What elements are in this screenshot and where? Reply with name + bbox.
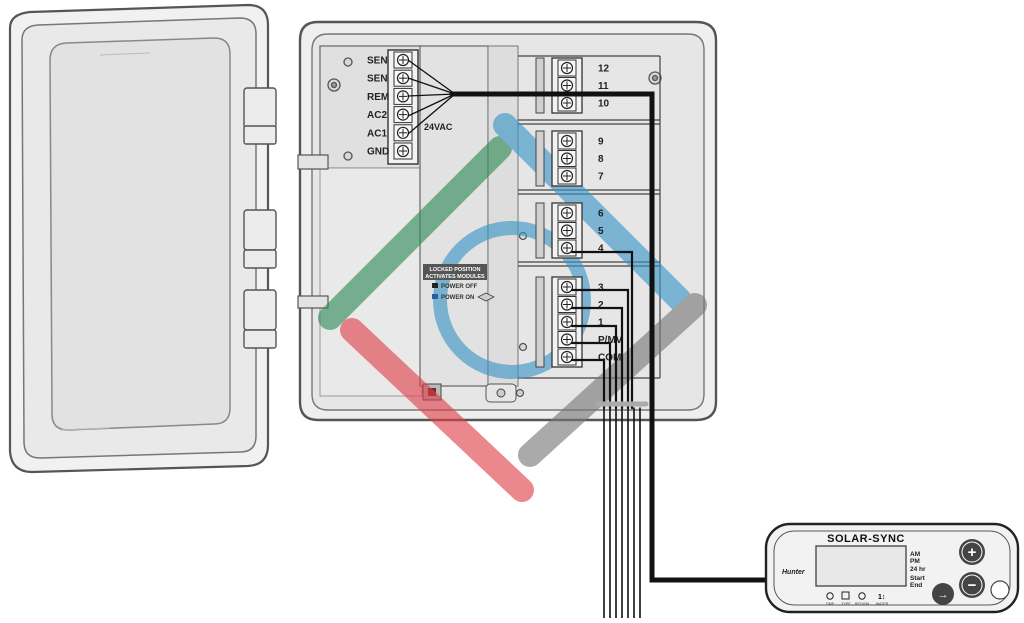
controller-door — [8, 3, 270, 474]
zone-screw-icon — [557, 313, 577, 331]
end-label: End — [910, 582, 922, 589]
start-label: Start — [910, 575, 926, 582]
zone-screw-icon — [557, 239, 577, 257]
watermark-gray-bar — [518, 293, 707, 467]
terminal-screw-icon — [393, 87, 413, 105]
hunter-logo: Hunter — [782, 569, 806, 576]
terminal-label: SEN — [367, 56, 388, 67]
arrow-right-icon: → — [938, 589, 949, 601]
zone-screw-icon — [557, 296, 577, 313]
region-icon-label: REGION — [855, 602, 870, 606]
zone-label: 1 — [598, 318, 604, 329]
power-on-icon — [432, 294, 438, 299]
am-label: AM — [910, 551, 920, 558]
sensor-lens — [990, 580, 1010, 600]
watermark-red-bar — [340, 318, 534, 502]
solar-sync-title: SOLAR-SYNC — [827, 533, 905, 545]
terminal-screw-icon — [393, 51, 413, 69]
plus-icon: + — [968, 544, 977, 561]
lock-label-line1: LOCKED POSITION — [429, 267, 480, 273]
zone-label: 10 — [598, 99, 610, 110]
zone-screw-icon — [557, 94, 577, 112]
zone-screw-icon — [557, 204, 577, 222]
pm-label: PM — [910, 558, 920, 565]
24hr-label: 24 hr — [910, 566, 926, 573]
lock-label-line2: ACTIVATES MODULES — [425, 274, 485, 280]
zone-label: 7 — [598, 172, 604, 183]
zone-screw-icon — [557, 150, 577, 167]
plus-button[interactable]: + — [959, 539, 985, 565]
zone-screw-icon — [557, 167, 577, 185]
watermark-green-bar — [318, 136, 512, 330]
door-hinges — [243, 87, 277, 349]
power-on-label: POWER ON — [441, 295, 474, 301]
zone-label: 12 — [598, 64, 610, 75]
zone-screw-icon — [557, 348, 577, 366]
zone-label: 11 — [598, 81, 609, 92]
type-icon — [841, 591, 850, 600]
minus-button[interactable]: − — [959, 572, 985, 598]
clock-icon — [826, 592, 834, 600]
zone-label: 6 — [598, 209, 604, 220]
lock-label: LOCKED POSITION ACTIVATES MODULES POWER … — [423, 264, 495, 302]
zone-label: 8 — [598, 154, 604, 165]
terminal-screw-icon — [393, 69, 413, 87]
zone-screw-icon — [557, 278, 577, 296]
terminal-label: AC2 — [367, 110, 387, 121]
power-off-label: POWER OFF — [441, 284, 478, 290]
zone-screw-icon — [557, 132, 577, 150]
water-icon-label: WATER — [876, 602, 889, 606]
zone-label: 4 — [598, 244, 604, 255]
terminal-screw-icon — [393, 124, 413, 142]
solar-sync-unit: SOLAR-SYNC Hunter AM PM 24 hr Start End … — [764, 522, 1020, 614]
zone-label: 9 — [598, 137, 604, 148]
water-icon: 1↕ — [878, 594, 885, 601]
wires — [407, 59, 775, 619]
voltage-label: 24VAC — [424, 122, 453, 132]
globe-icon — [858, 592, 866, 600]
zone-strip-6-4 — [535, 202, 583, 259]
zone-screw-icon — [557, 331, 577, 348]
zone-label: P/MV — [598, 335, 623, 346]
zone-label: 5 — [598, 226, 604, 237]
lcd-display — [815, 545, 907, 587]
zone-label: 3 — [598, 283, 604, 294]
terminal-label: SEN — [367, 74, 388, 85]
zone-screw-icon — [557, 222, 577, 239]
sensor-cable — [449, 91, 775, 583]
zone-label: 2 — [598, 300, 604, 311]
mode-icons: 1↕ TIME TYPE REGION WATER — [826, 591, 889, 606]
terminal-label: AC1 — [367, 128, 387, 139]
terminal-screw-icon — [393, 142, 413, 160]
type-icon-label: TYPE — [841, 602, 851, 606]
zone-strip-9-7 — [535, 130, 583, 187]
power-off-icon — [432, 283, 438, 288]
next-button[interactable]: → — [932, 583, 954, 605]
minus-icon: − — [968, 577, 977, 594]
terminal-label: GND — [367, 147, 389, 158]
zone-screw-icon — [557, 59, 577, 77]
watermark-blue-ring — [433, 221, 591, 379]
terminal-screw-icon — [393, 106, 413, 124]
zone-screw-icon — [557, 77, 577, 94]
time-icon-label: TIME — [826, 602, 835, 606]
zone-strip-12-10 — [535, 57, 583, 114]
terminal-label: REM — [367, 92, 389, 103]
